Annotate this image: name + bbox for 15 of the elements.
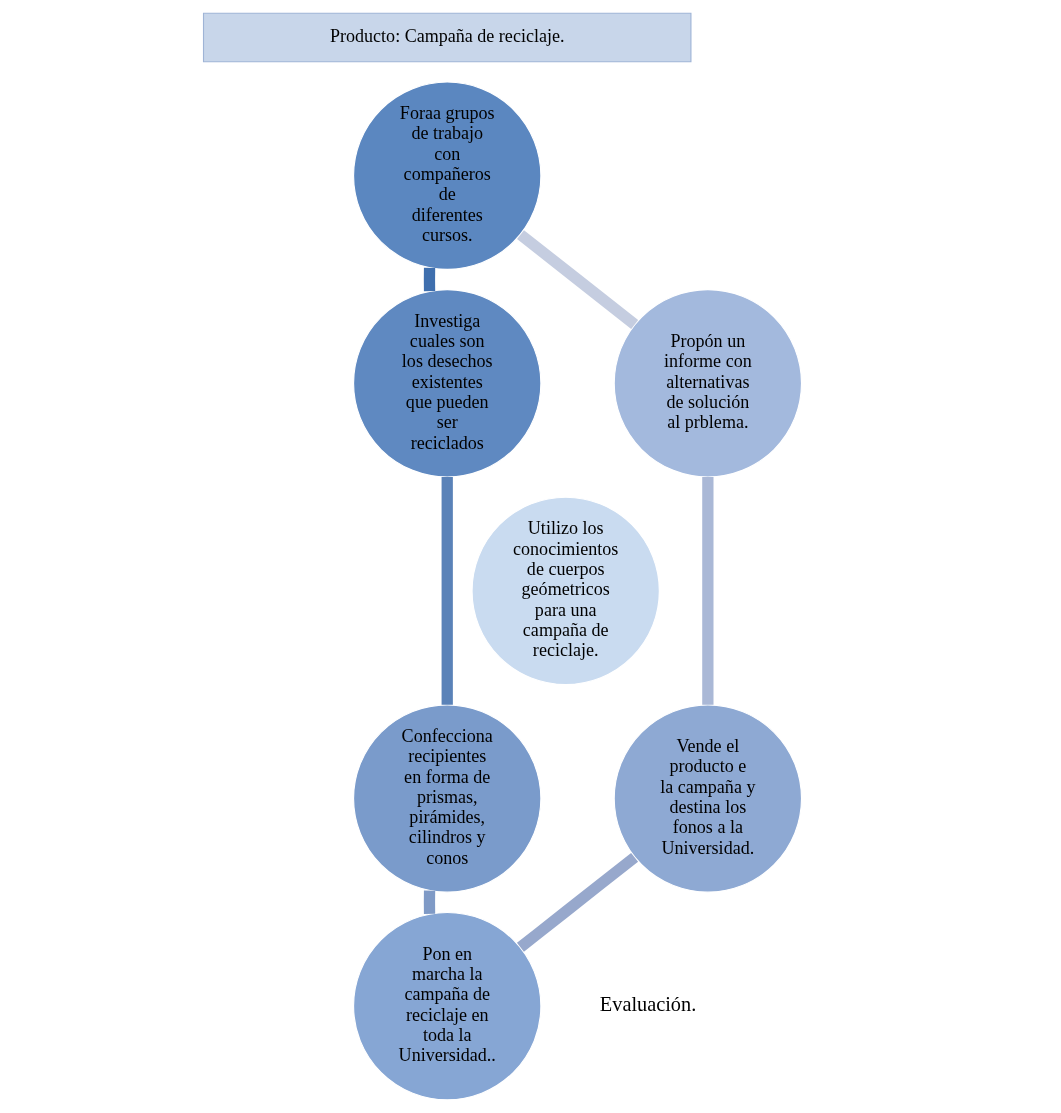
node-circle: Utilizo los conocimientos de cuerpos geómetricos para una campaña de reciclaje. [471, 496, 660, 686]
node-circle: Pon en marcha la campaña de reciclaje en toda la Universidad.. [352, 911, 541, 1101]
connector [516, 230, 638, 329]
node-circle: Foraa grupos de trabajo con compañeros de diferentes cursos. [352, 81, 541, 270]
connector [516, 852, 638, 952]
connector [441, 477, 453, 705]
node-box: Producto: Campaña de reciclaje. [202, 12, 691, 63]
connector [423, 267, 435, 292]
node-circle: Confecciona recipientes en forma de prismas, pirámides, cilindros y conos [352, 704, 541, 893]
label: Evaluación. [599, 993, 696, 1016]
node-circle: Vende el producto e la campaña y destina los fonos a la Universidad. [613, 704, 802, 893]
node-circle: Investiga cuales son los desechos existentes que pueden ser reciclados [352, 289, 541, 478]
connector [423, 890, 435, 914]
node-circle: Propón un informe con alternativas de solución al prblema. [613, 289, 802, 478]
connector [701, 477, 713, 705]
